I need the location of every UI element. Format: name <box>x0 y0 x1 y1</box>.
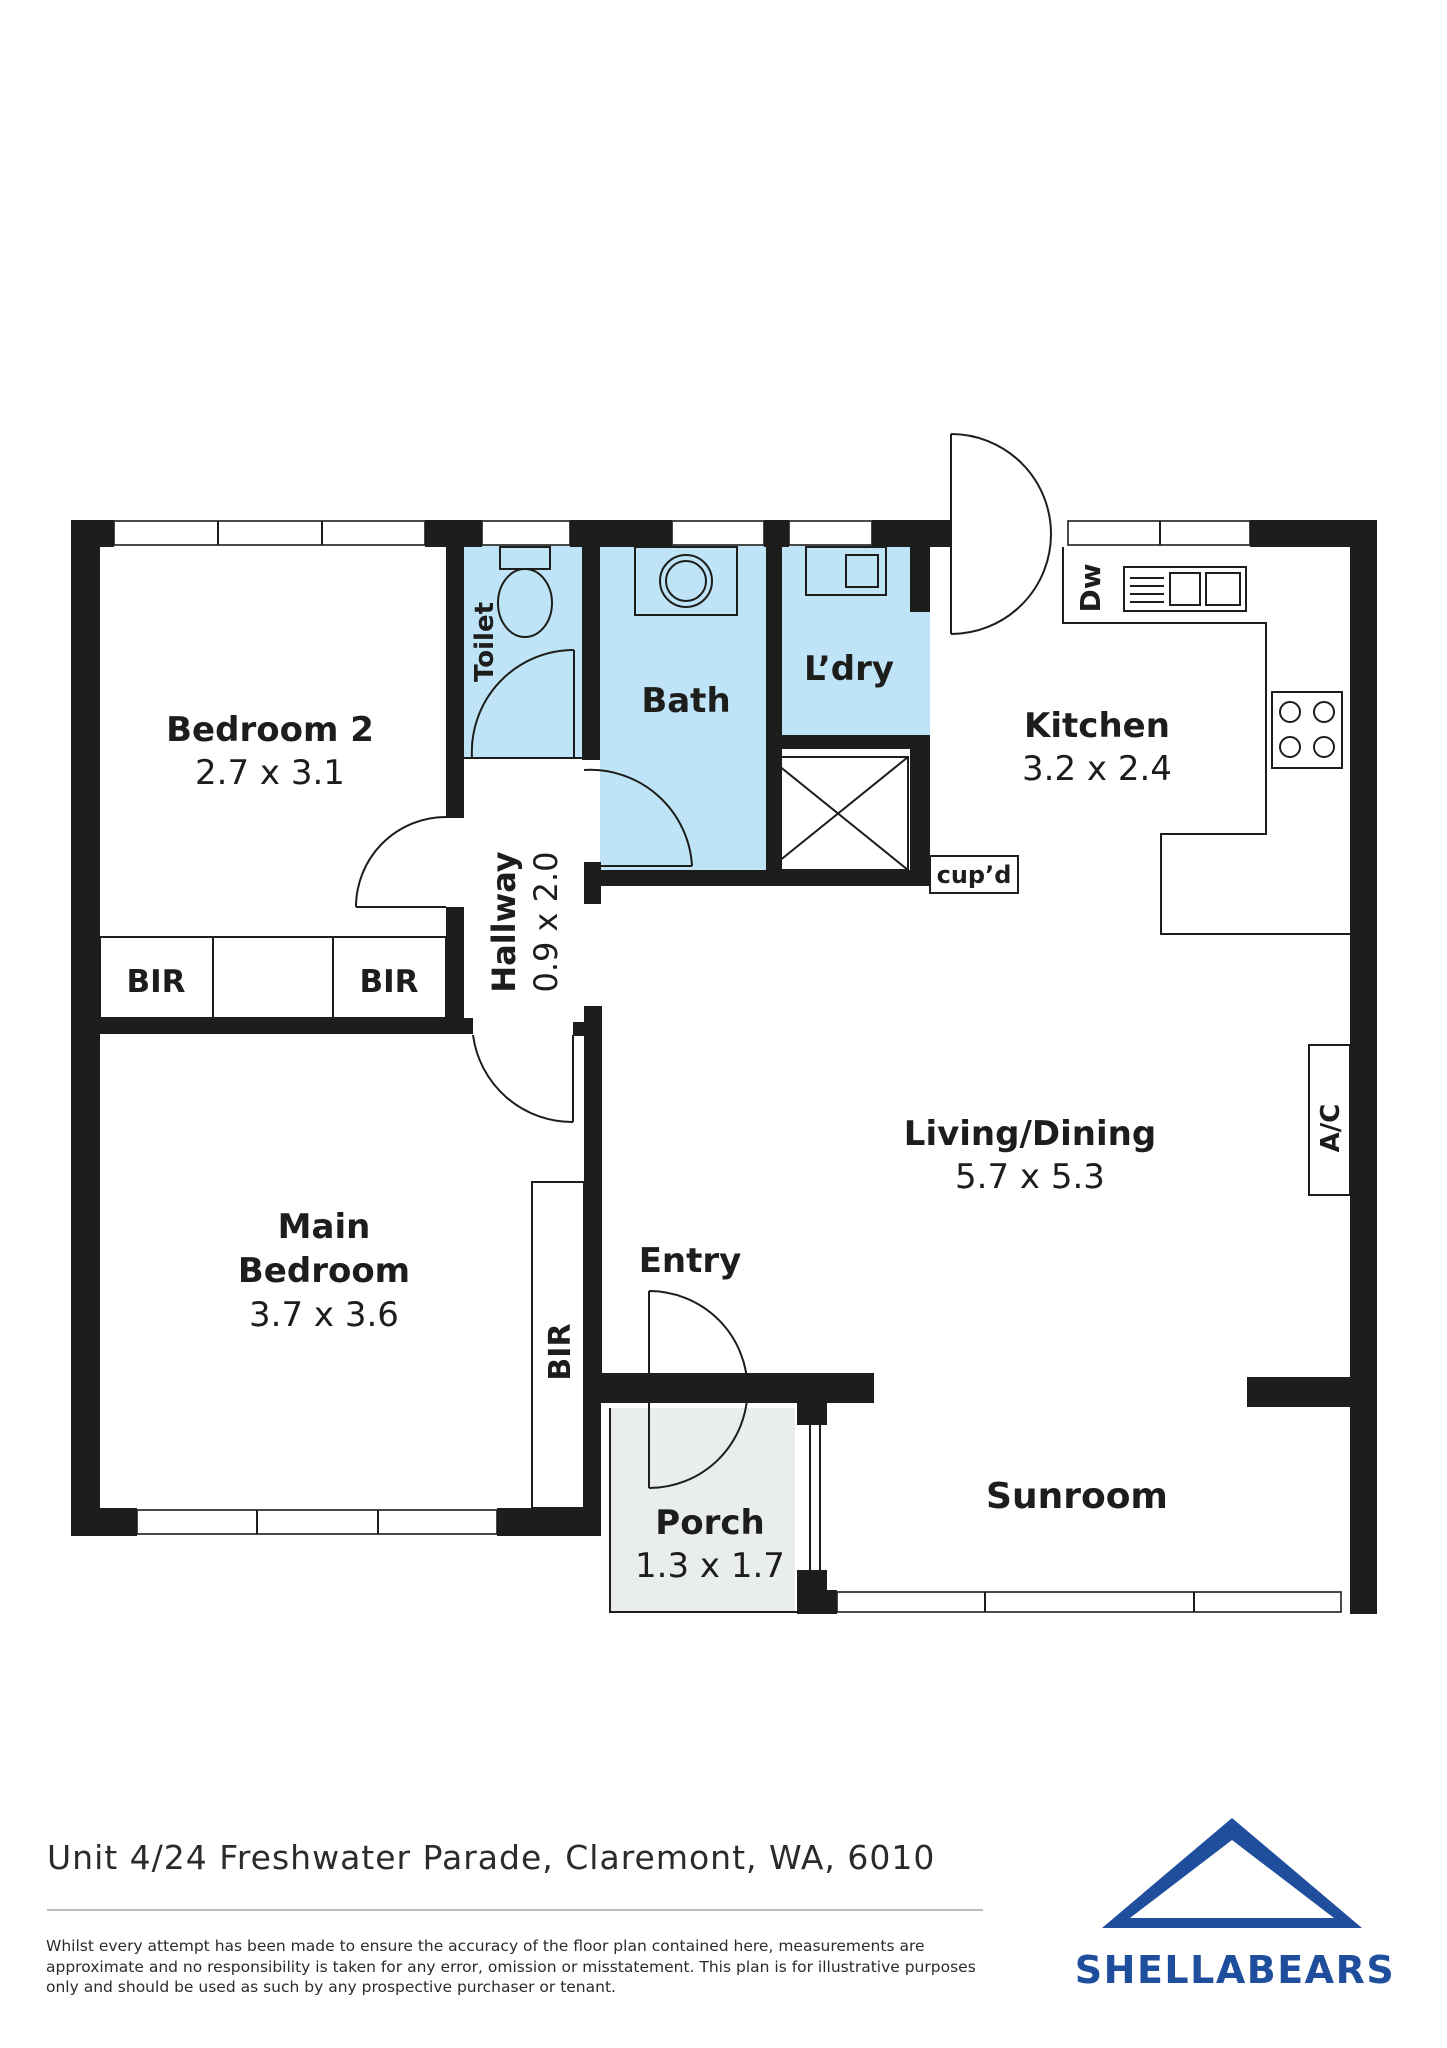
trough-icon <box>805 546 887 596</box>
hallway-size: 0.9 x 2.0 <box>527 851 565 992</box>
living-size: 5.7 x 5.3 <box>955 1157 1105 1197</box>
property-address: Unit 4/24 Freshwater Parade, Claremont, … <box>47 1838 936 1877</box>
main-bedroom-size: 3.7 x 3.6 <box>249 1295 399 1335</box>
main-bedroom-name-2: Bedroom <box>238 1251 410 1291</box>
triangle-roof-icon <box>1102 1818 1362 1928</box>
bedroom2-name: Bedroom 2 <box>166 710 374 750</box>
sunroom-name: Sunroom <box>986 1476 1168 1517</box>
bir-right-label: BIR <box>359 964 418 1000</box>
basin-icon <box>634 546 738 616</box>
sink-icon <box>1123 566 1247 612</box>
hallway-name: Hallway <box>485 851 523 992</box>
bir-left-label: BIR <box>126 964 185 1000</box>
dishwasher-label: Dw <box>1074 563 1107 612</box>
window-bath <box>671 520 765 546</box>
kitchen-size: 3.2 x 2.4 <box>1022 749 1172 789</box>
walls <box>71 520 1377 1614</box>
cooktop-icon <box>1271 691 1343 769</box>
entry-name: Entry <box>639 1241 742 1281</box>
bedroom2-size: 2.7 x 3.1 <box>195 753 345 793</box>
main-bedroom-name-1: Main <box>278 1207 371 1247</box>
toilet-icon <box>497 546 553 638</box>
window-main-bedroom <box>136 1509 498 1535</box>
porch-name: Porch <box>655 1503 764 1543</box>
window-sunroom <box>836 1591 1342 1613</box>
footer-divider <box>47 1909 983 1911</box>
porch-size: 1.3 x 1.7 <box>635 1546 785 1586</box>
disclaimer-text: Whilst every attempt has been made to en… <box>46 1937 976 1996</box>
aircon-label: A/C <box>1316 1104 1346 1153</box>
window-toilet <box>481 520 571 546</box>
kitchen-name: Kitchen <box>1024 706 1170 746</box>
toilet-name: Toilet <box>470 602 500 682</box>
windows <box>113 520 1342 1613</box>
joinery <box>99 547 1351 1613</box>
porch-fill <box>610 1408 795 1612</box>
doors <box>355 433 1052 1489</box>
bir-main-label: BIR <box>543 1323 578 1380</box>
toilet-fill <box>463 545 584 759</box>
window-bedroom2 <box>113 520 426 546</box>
laundry-fill <box>782 545 930 735</box>
fixtures <box>497 546 1343 769</box>
cupboard-label: cup’d <box>937 861 1012 889</box>
brand-name: SHELLABEARS <box>1074 1948 1396 1992</box>
laundry-name: L’dry <box>804 649 894 689</box>
living-name: Living/Dining <box>904 1114 1156 1154</box>
room-labels: Bedroom 2 2.7 x 3.1 BIR BIR Main Bedroom… <box>126 563 1346 1586</box>
bath-name: Bath <box>641 681 730 721</box>
window-laundry <box>788 520 873 546</box>
